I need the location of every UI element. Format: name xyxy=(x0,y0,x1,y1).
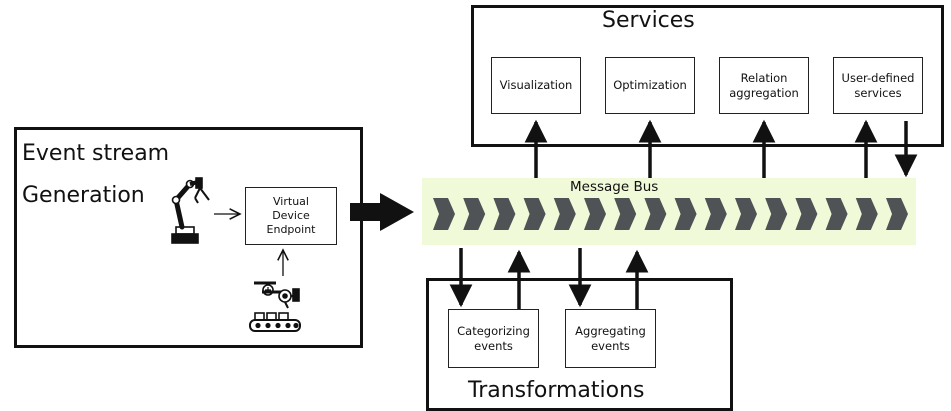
services-title: Services xyxy=(602,8,695,33)
bus-chevron xyxy=(765,198,788,230)
bus-chevron xyxy=(553,198,576,230)
message-bus-chevrons xyxy=(433,198,908,230)
optimization-box: Optimization xyxy=(605,57,695,114)
bus-chevron xyxy=(614,198,637,230)
virtual-device-endpoint-box: Virtual Device Endpoint xyxy=(245,187,337,245)
bus-chevron xyxy=(523,198,546,230)
bus-chevron xyxy=(735,198,757,230)
aggregating-events-box: Aggregating events xyxy=(565,309,656,368)
assembly-line-icon xyxy=(249,281,301,332)
event-stream-title: Event stream xyxy=(22,141,170,166)
relation-aggregation-box: Relation aggregation xyxy=(719,57,809,114)
bus-chevron xyxy=(795,198,818,230)
bus-chevron xyxy=(433,198,455,230)
generation-title: Generation xyxy=(22,183,145,208)
bus-chevron xyxy=(493,198,516,230)
generation-to-bus-arrow xyxy=(350,193,414,231)
user-defined-services-box: User-defined services xyxy=(833,57,923,114)
bus-chevron xyxy=(674,198,697,230)
message-bus: Message Bus xyxy=(422,178,916,245)
bus-chevron xyxy=(704,198,727,230)
bus-chevron xyxy=(855,198,878,230)
bus-chevron xyxy=(825,198,848,230)
transformations-title: Transformations xyxy=(468,378,645,403)
message-bus-label: Message Bus xyxy=(570,179,659,195)
bus-chevron xyxy=(584,198,606,230)
bus-chevron xyxy=(886,198,908,230)
robot-arm-icon xyxy=(171,177,210,244)
bus-chevron xyxy=(463,198,486,230)
categorizing-events-box: Categorizing events xyxy=(448,309,539,368)
visualization-box: Visualization xyxy=(491,57,581,114)
bus-chevron xyxy=(644,198,667,230)
